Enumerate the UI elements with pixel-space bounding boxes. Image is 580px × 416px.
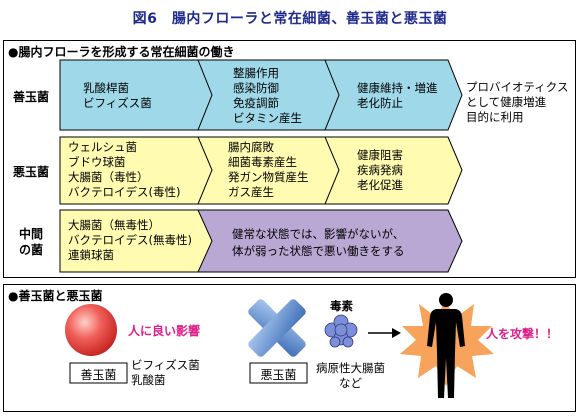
example-text: 病原性大腸菌 [316,361,385,375]
cell-text: 健康阻害 [357,148,403,162]
row-label-bad: 悪玉菌 [12,165,49,179]
good-row-cell-3 [324,59,463,131]
note-text: プロバイオティクス [466,80,569,94]
cell-text: 整腸作用 [233,66,279,80]
cell-text: 腸内腐敗 [228,140,274,154]
section-bottom-heading: ●善玉菌と悪玉菌 [8,289,103,303]
probiotics-note: プロバイオティクス として健康増進 目的に利用 [466,80,568,125]
virus-icon [324,314,358,348]
example-text: 乳酸菌 [131,373,166,387]
cell-text: 老化促進 [357,178,403,192]
example-text: など [339,376,362,390]
good-bacteria-names: 乳酸桿菌 ビフィズス菌 [83,81,152,111]
bad-bacteria-functions: 腸内腐敗 細菌毒素産生 発ガン物質産生 ガス産生 [228,140,309,200]
good-bacteria-effects: 健康維持・増進 老化防止 [357,81,438,111]
cell-text: 感染防御 [233,81,279,95]
page-title: 図6 腸内フローラと常在細菌、善玉菌と悪玉菌 [132,11,448,27]
bad-label-box [249,362,308,384]
bad-bacteria-names: ウェルシュ菌 ブドウ球菌 大腸菌（毒性） バクテロイデス(毒性) [68,140,180,200]
human-silhouette-icon [427,293,465,398]
row-label-neutral-line-1: 中間 [18,227,43,241]
row-label-neutral-line-2: の菌 [18,243,43,257]
neutral-row-cell-2 [197,209,463,273]
cell-text: ビタミン産生 [233,111,302,125]
cell-text: 発ガン物質産生 [228,170,309,184]
cell-text: 大腸菌（無毒性） [68,218,160,232]
cell-text: ビフィズス菌 [83,96,152,110]
good-bacteria-functions: 整腸作用 感染防御 免疫調節 ビタミン産生 [233,66,302,126]
good-label-box [69,362,128,384]
cell-text: 細菌毒素産生 [228,155,297,169]
neutral-bacteria-description: 健常な状態では、影響がないが、 体が弱った状態で悪い働きをする [232,226,405,260]
cell-text: ガス産生 [228,185,274,199]
example-text: ビフィズス菌 [131,358,200,372]
cell-text: 疾病発病 [357,163,403,177]
attack-label: 人を攻撃！！ [486,327,559,341]
cell-text: 免疫調節 [233,96,279,110]
good-effect-label: 人に良い影響 [128,324,201,338]
bad-bacteria-label: 悪玉菌 [260,368,297,382]
cell-text: 健常な状態では、影響がないが、 [232,227,405,241]
cell-text: 体が弱った状態で悪い働きをする [232,244,405,258]
good-bacteria-examples: ビフィズス菌 乳酸菌 [131,358,200,388]
bad-bacteria-effects: 健康阻害 疾病発病 老化促進 [357,148,403,193]
row-label-neutral: 中間 の菌 [8,226,54,258]
section-top-heading: ●腸内フローラを形成する常在細菌の働き [8,45,235,59]
cell-text: 老化防止 [357,96,403,110]
cell-text: 乳酸桿菌 [83,81,129,95]
neutral-bacteria-names: 大腸菌（無毒性） バクテロイデス(無毒性) 連鎖球菌 [68,218,192,263]
bad-bacteria-examples: 病原性大腸菌 など [316,361,385,391]
blue-x-icon [248,299,306,357]
note-text: 目的に利用 [466,110,524,124]
cell-text: 大腸菌（毒性） [68,170,149,184]
bad-row-cell-3 [324,136,463,205]
red-ball-icon [65,304,117,356]
good-bacteria-label: 善玉菌 [80,368,117,382]
cell-text: バクテロイデス(毒性) [68,185,181,199]
note-text: として健康増進 [466,95,547,109]
cell-text: バクテロイデス(無毒性) [68,233,192,247]
cell-text: ウェルシュ菌 [68,140,137,154]
cell-text: ブドウ球菌 [68,155,126,169]
arrow-right-icon [368,328,401,338]
row-label-good: 善玉菌 [12,90,49,104]
cell-text: 連鎖球菌 [68,248,114,262]
toxin-label: 毒素 [330,299,353,313]
cell-text: 健康維持・増進 [357,81,438,95]
